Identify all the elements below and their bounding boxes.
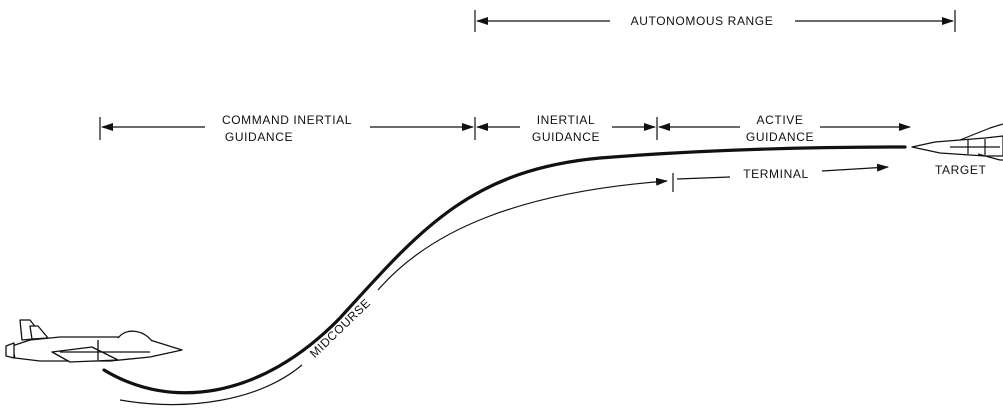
command-inertial-label-line2: GUIDANCE — [225, 130, 293, 144]
autonomous-range-label: AUTONOMOUS RANGE — [631, 14, 774, 28]
active-label-line1: ACTIVE — [757, 113, 804, 127]
command-inertial-label-line1: COMMAND INERTIAL — [222, 113, 352, 127]
terminal-arrow — [821, 163, 889, 172]
midcourse-path-lower — [119, 364, 303, 406]
active-label-line2: GUIDANCE — [746, 130, 814, 144]
terminal-phase — [672, 163, 889, 192]
target-jet-icon — [911, 123, 1003, 161]
terminal-lead-line — [676, 176, 731, 180]
terminal-label: TERMINAL — [743, 167, 808, 181]
guidance-segments-dimension — [99, 117, 911, 140]
missile-trajectory — [102, 145, 907, 395]
target-label: TARGET — [935, 163, 986, 177]
inertial-label-line2: GUIDANCE — [532, 130, 600, 144]
autonomous-range-dimension — [474, 10, 956, 32]
midcourse-label: MIDCOURSE — [307, 296, 373, 361]
midcourse-path-upper — [377, 177, 668, 291]
fighter-jet-icon — [5, 319, 183, 363]
inertial-label-line1: INERTIAL — [537, 113, 596, 127]
